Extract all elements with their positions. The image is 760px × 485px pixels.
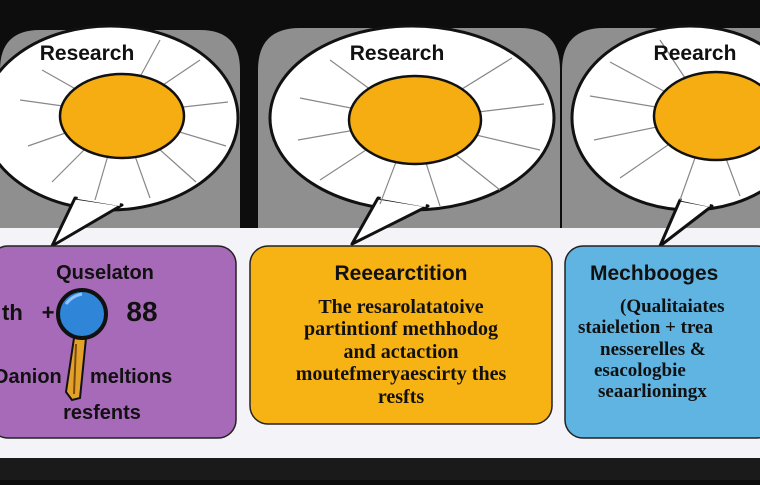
orange-box-line-3: and actaction [343,340,459,363]
blue-box-line-3: nesserelles & [600,338,706,360]
speech-bubble-1 [0,24,240,248]
orange-box [249,245,553,425]
purple-box-number: 88 [126,296,158,327]
blue-box-title: Mechbooges [590,262,719,285]
purple-box-plus: + [41,300,55,325]
bottom-strip [0,458,760,480]
blue-box-body: (Qualitaiates staieletion + trea nessere… [578,296,758,402]
blue-box-line-1: (Qualitaiates [620,296,725,317]
sun-icon-3 [652,70,760,162]
purple-box-lower-left: Danion [0,366,62,388]
orange-box-line-2: partintionf methhodog [304,318,498,341]
bubble-label-1: Research [39,42,135,65]
magnifying-glass-icon [56,288,108,402]
orange-box-line-5: resfts [377,385,425,408]
orange-box-title: Reeearctition [334,262,468,285]
orange-box-line-4: moutefmeryaescirty thes [295,363,507,386]
blue-box [564,245,760,439]
orange-box-line-1: The resarolatatoive [318,296,484,318]
purple-box-lower-right: meltions [90,366,173,388]
purple-box [0,245,237,439]
speech-bubble-3 [570,24,760,248]
bubble-label-3: Reearch [653,42,737,65]
orange-box-body: The resarolatatoive partintionf methhodo… [260,296,542,408]
speech-bubble-2 [268,24,556,246]
purple-box-left-text: th [2,300,23,325]
sun-icon-1 [58,72,186,160]
blue-box-line-2: staieletion + trea [578,317,713,339]
blue-box-line-4: esacologbie [594,359,686,381]
purple-box-title: Quselaton [56,262,154,284]
sun-icon-2 [347,74,483,166]
bubble-label-2: Research [349,42,445,65]
blue-box-line-5: seaarlioningx [598,381,707,403]
purple-box-footer: resfents [63,402,141,424]
